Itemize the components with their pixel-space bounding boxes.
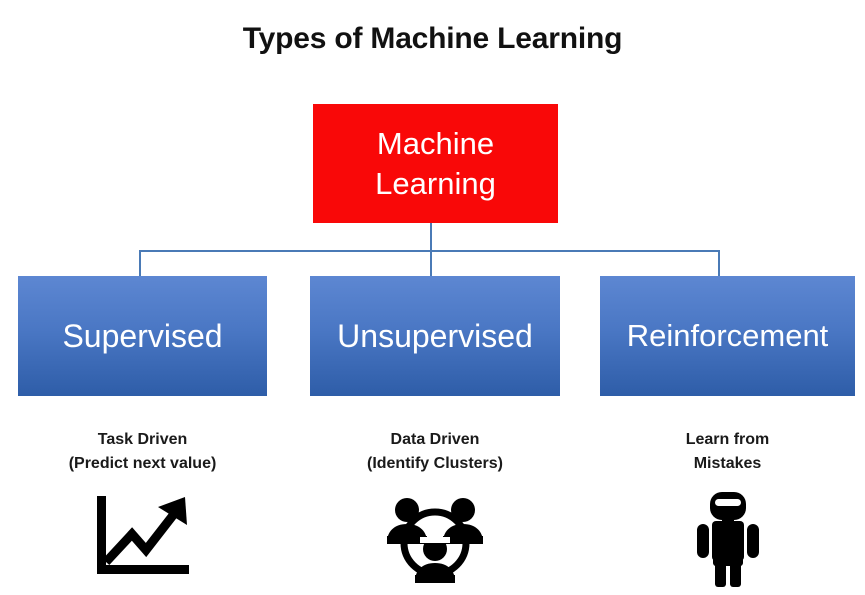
people-cluster-icon xyxy=(387,498,483,583)
root-node-machine-learning[interactable]: Machine Learning xyxy=(313,104,558,223)
branch-node-unsupervised[interactable]: Unsupervised xyxy=(310,276,560,396)
root-node-label-line1: Machine xyxy=(376,125,495,161)
icon-container-supervised xyxy=(18,488,267,588)
caption-unsupervised-line2: (Identify Clusters) xyxy=(366,455,503,472)
connector-drop-unsupervised xyxy=(430,250,432,277)
trending-chart-icon xyxy=(96,496,189,574)
branch-label-reinforcement: Reinforcement xyxy=(626,318,829,353)
connector-horizontal-bus xyxy=(139,250,719,252)
caption-reinforcement: Learn from Mistakes xyxy=(600,428,855,476)
icon-container-reinforcement xyxy=(600,488,855,588)
connector-drop-reinforcement xyxy=(718,250,720,277)
connector-root-stem xyxy=(430,223,432,251)
caption-reinforcement-line1: Learn from xyxy=(685,431,770,448)
caption-unsupervised: Data Driven (Identify Clusters) xyxy=(310,428,560,476)
branch-node-supervised[interactable]: Supervised xyxy=(18,276,267,396)
branch-label-supervised: Supervised xyxy=(62,317,223,354)
robot-icon xyxy=(696,492,759,587)
caption-supervised-line2: (Predict next value) xyxy=(68,455,217,472)
caption-unsupervised-line1: Data Driven xyxy=(390,431,480,448)
icon-container-unsupervised xyxy=(310,488,560,588)
caption-supervised-line1: Task Driven xyxy=(97,431,188,448)
branch-label-unsupervised: Unsupervised xyxy=(337,317,533,354)
root-node-label-line2: Learning xyxy=(375,165,496,201)
caption-reinforcement-line2: Mistakes xyxy=(693,455,762,472)
page-title: Types of Machine Learning xyxy=(242,22,623,55)
caption-supervised: Task Driven (Predict next value) xyxy=(18,428,267,476)
branch-node-reinforcement[interactable]: Reinforcement xyxy=(600,276,855,396)
connector-drop-supervised xyxy=(139,250,141,277)
